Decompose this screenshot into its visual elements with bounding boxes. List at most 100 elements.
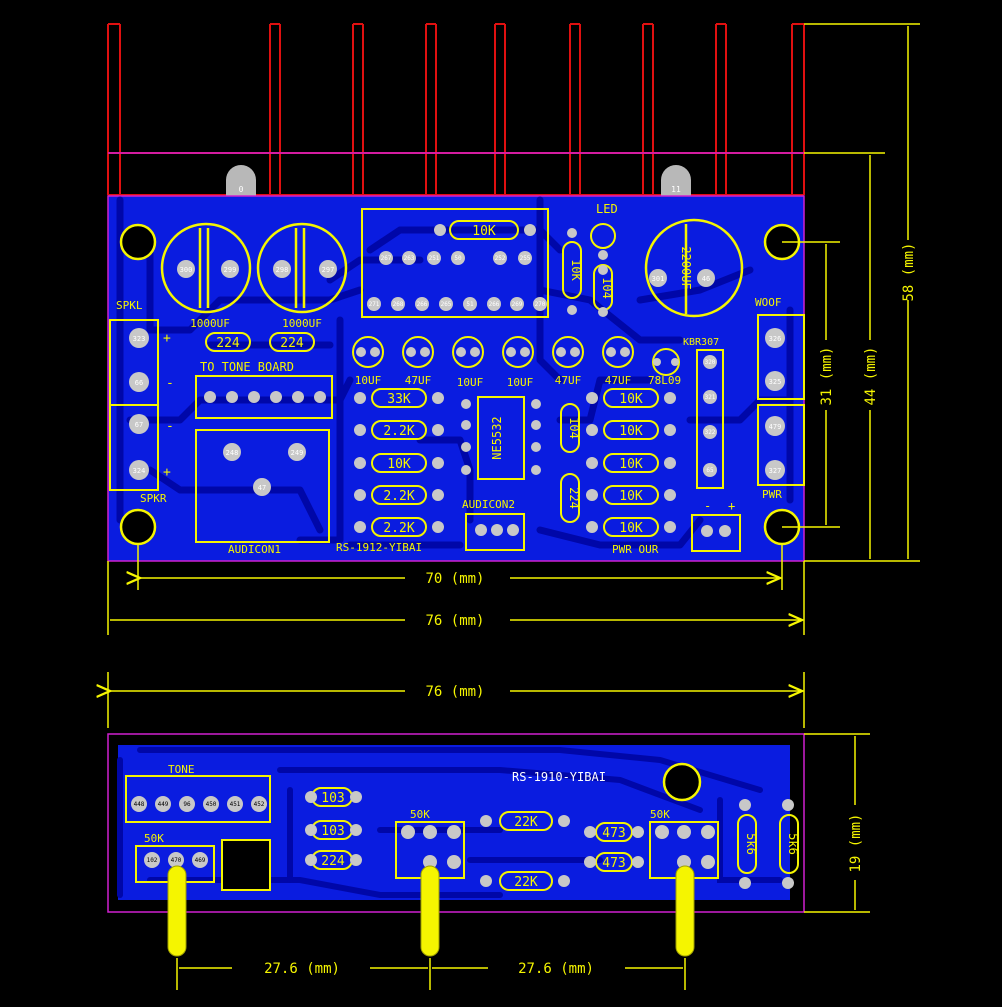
pad-label: 297 <box>322 266 335 274</box>
pad-label: 96 <box>183 801 191 808</box>
resistor-label: 2.2K <box>383 489 414 504</box>
pad-label: 324 <box>133 467 146 475</box>
cap-label: 47UF <box>405 374 432 387</box>
cap-label: 224 <box>321 854 345 869</box>
pad-label: 299 <box>224 266 237 274</box>
pad-label: 320 <box>705 359 716 366</box>
pad-label: 449 <box>158 801 169 808</box>
screw-label: 11 <box>671 185 681 194</box>
pad-label: 271 <box>369 301 380 308</box>
cap-label-1000uf-b: 1000UF <box>282 317 322 330</box>
polarity-mark: - <box>166 376 174 391</box>
resistor-label: 10K <box>619 457 643 472</box>
resistor-label: 2.2K <box>383 521 414 536</box>
cap-label: 47UF <box>605 374 632 387</box>
polarity-mark: + <box>728 499 735 513</box>
label-spkl: SPKL <box>116 299 143 312</box>
traces <box>116 196 794 549</box>
pad-label: 66 <box>135 379 143 387</box>
label-pwr: PWR <box>762 488 782 501</box>
pad-label: 265 <box>441 301 452 308</box>
cap-label: 10UF <box>507 376 534 389</box>
pad <box>697 269 715 287</box>
pad-label: 266 <box>417 301 428 308</box>
tone-cutout <box>221 839 271 891</box>
cap-224-b: 224 <box>280 336 304 351</box>
polarity-mark: - <box>166 419 174 434</box>
polarity-mark: - <box>704 499 711 513</box>
resistor-label: 2.2K <box>383 424 414 439</box>
dim-height-total: 58 (mm) <box>901 242 917 301</box>
cap-label: 103 <box>321 824 344 839</box>
pad-label: 326 <box>769 335 782 343</box>
pad-label: 270 <box>535 301 546 308</box>
pad-label: 325 <box>769 378 782 386</box>
pad-label: 300 <box>180 266 193 274</box>
pad-label: 269 <box>512 301 523 308</box>
main-board-name: RS-1912-YIBAI <box>336 541 422 554</box>
pad-label: 450 <box>206 801 217 808</box>
dim-pot-spacing-2: 27.6 (mm) <box>518 961 594 977</box>
resistor-label: 10K <box>619 392 643 407</box>
pot-shaft-3 <box>675 865 695 957</box>
pad-label: 321 <box>705 394 716 401</box>
label-pot-3: 50K <box>650 808 670 821</box>
cap-label: 47UF <box>555 374 582 387</box>
resistor-label: 22K <box>514 815 538 830</box>
pot-shaft-1 <box>167 865 187 957</box>
pad-label: 322 <box>705 429 716 436</box>
label-woof: WOOF <box>755 296 782 309</box>
pad-label: 50 <box>454 255 462 262</box>
pad-label: 266 <box>489 301 500 308</box>
mount-hole <box>119 508 157 546</box>
tone-board: 76 (mm) RS-1910-YIBAI TONE 448 449 96 45… <box>108 672 805 957</box>
label-pwr-our: PWR OUR <box>612 543 659 556</box>
label-audicon2: AUDICON2 <box>462 498 515 511</box>
label-pot-1: 50K <box>144 832 164 845</box>
pad-label: 301 <box>652 275 665 283</box>
pad-label: 479 <box>769 423 782 431</box>
dim-height-tone: 19 (mm) <box>848 813 864 872</box>
pad-label: 65 <box>706 467 714 474</box>
screw-label: 0 <box>239 185 244 194</box>
label-spkr: SPKR <box>140 492 167 505</box>
main-board: 300 299 298 297 301 46 1000UF 1000UF 220… <box>107 195 805 562</box>
dim-height-board: 44 (mm) <box>863 346 879 405</box>
pad-label: 248 <box>226 449 239 457</box>
heatsink: 0 11 <box>107 23 805 215</box>
pad-label: 452 <box>254 801 265 808</box>
mount-hole <box>119 223 157 261</box>
dim-height-holes: 31 (mm) <box>819 346 835 405</box>
cap-label: 10UF <box>355 374 382 387</box>
pad-label: 263 <box>404 255 415 262</box>
cap-label-1000uf-a: 1000UF <box>190 317 230 330</box>
pad-label: 448 <box>134 801 145 808</box>
resistor-label: 22K <box>514 875 538 890</box>
dim-pot-spacing-1: 27.6 (mm) <box>264 961 340 977</box>
pad <box>319 260 337 278</box>
dim-width-tone: 76 (mm) <box>425 684 484 700</box>
label-led: LED <box>596 202 618 216</box>
label-to-tone-board: TO TONE BOARD <box>200 360 294 374</box>
mount-hole <box>662 762 702 802</box>
pad-label: 323 <box>133 335 146 343</box>
cap-label: 10UF <box>457 376 484 389</box>
label-tone: TONE <box>168 763 195 776</box>
cap-label: 473 <box>602 856 625 871</box>
resistor-label: 10K <box>619 489 643 504</box>
resistor-label: 10K <box>387 457 411 472</box>
cap-104-mid: 104 <box>567 417 581 439</box>
pad <box>177 260 195 278</box>
pad-label: 47 <box>258 484 266 492</box>
cap-224-a: 224 <box>216 336 240 351</box>
cap-label: 473 <box>602 826 625 841</box>
cap-104-top: 104 <box>600 277 614 299</box>
pad-label: 51 <box>466 301 474 308</box>
ic-ne5532: NE5532 <box>490 416 504 459</box>
polarity-mark: + <box>163 331 171 346</box>
pad-label: 251 <box>429 255 440 262</box>
polarity-mark: + <box>163 465 171 480</box>
resistor-5k6-b: 5k6 <box>786 833 800 855</box>
resistor-5k6-a: 5k6 <box>744 833 758 855</box>
